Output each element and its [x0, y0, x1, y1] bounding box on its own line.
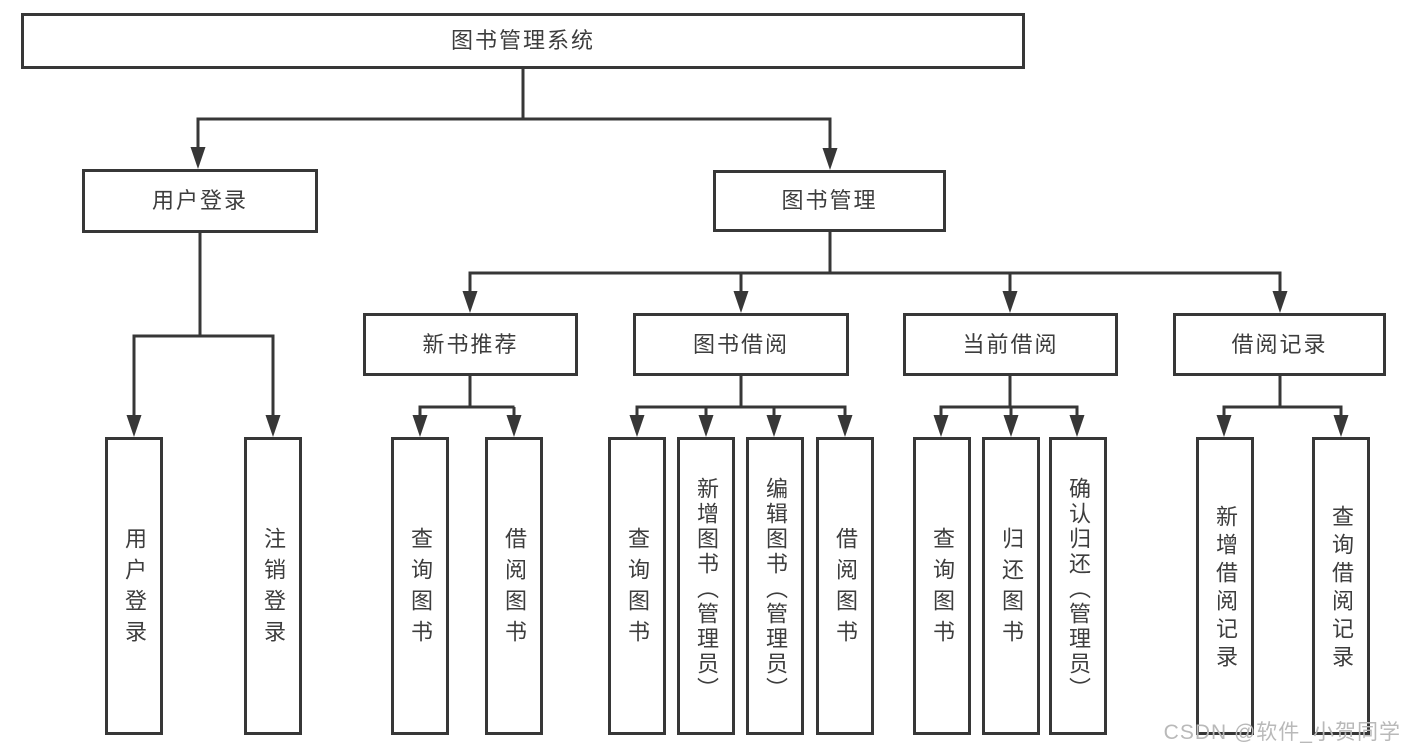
leaf-query-books-2: 查询图书	[608, 437, 666, 735]
leaf-query-books-1: 查询图书	[391, 437, 449, 735]
leaf-confirm-return-admin: 确认归还（管理员）	[1049, 437, 1107, 735]
leaf-user-login: 用户登录	[105, 437, 163, 735]
node-borrowing-records: 借阅记录	[1173, 313, 1386, 376]
leaf-query-borrow-record: 查询借阅记录	[1312, 437, 1370, 735]
node-book-borrowing: 图书借阅	[633, 313, 849, 376]
connector-records-to-leaves	[1222, 376, 1343, 428]
node-library-management-system: 图书管理系统	[21, 13, 1025, 69]
leaf-return-books: 归还图书	[982, 437, 1040, 735]
connector-userlogin-to-leaves	[132, 233, 275, 428]
leaf-borrow-books-1: 借阅图书	[485, 437, 543, 735]
connector-newbooks-to-leaves	[418, 376, 516, 428]
leaf-borrow-books-2: 借阅图书	[816, 437, 874, 735]
connector-borrowing-to-leaves	[635, 376, 847, 428]
leaf-add-borrow-record: 新增借阅记录	[1196, 437, 1254, 735]
leaf-add-books-admin: 新增图书（管理员）	[677, 437, 735, 735]
node-user-login: 用户登录	[82, 169, 318, 233]
node-book-management: 图书管理	[713, 170, 946, 232]
connector-bookmgmt-to-level3	[468, 232, 1282, 304]
node-new-book-recommendation: 新书推荐	[363, 313, 578, 376]
connector-root-to-level2	[196, 69, 832, 160]
node-current-borrowing: 当前借阅	[903, 313, 1118, 376]
watermark: CSDN @软件_小贺同学	[1163, 721, 1401, 744]
arrowheads	[126, 147, 1349, 437]
leaf-logout: 注销登录	[244, 437, 302, 735]
leaf-edit-books-admin: 编辑图书（管理员）	[746, 437, 804, 735]
leaf-query-books-3: 查询图书	[913, 437, 971, 735]
